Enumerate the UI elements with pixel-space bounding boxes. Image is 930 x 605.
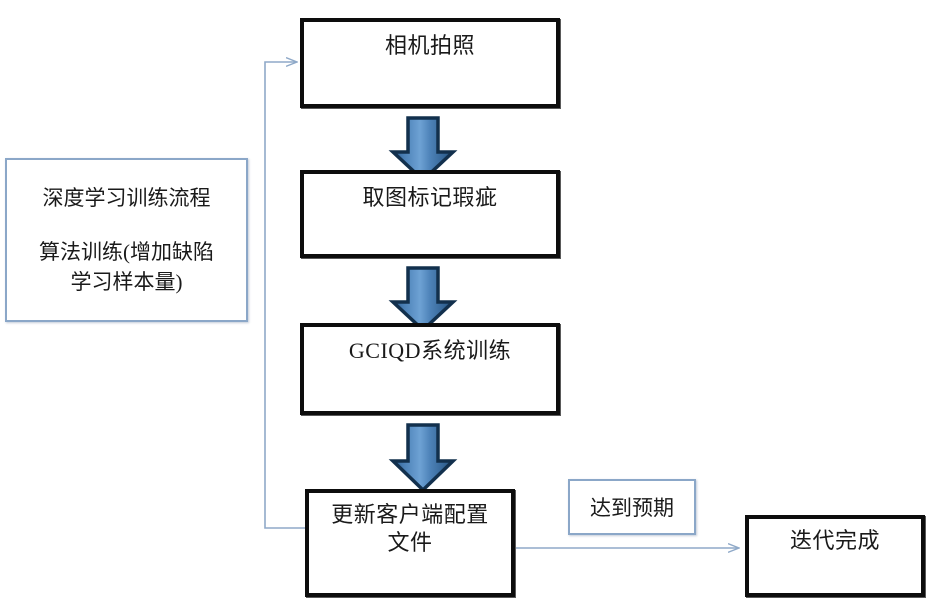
process-box-camera-label: 相机拍照 <box>384 33 475 58</box>
feedback-loop-connector <box>264 62 305 529</box>
process-box-gciqd-training-label: GCIQD系统训练 <box>348 338 512 363</box>
process-box-camera[interactable]: 相机拍照 <box>300 18 560 108</box>
block-arrow-gciqd-to-update <box>388 423 458 493</box>
process-box-update-client-config-label: 更新客户端配置 文件 <box>331 502 489 556</box>
edge-label-meets-expectation: 达到预期 <box>568 479 696 535</box>
process-box-mark-defect[interactable]: 取图标记瑕疵 <box>300 170 560 258</box>
process-box-update-client-config[interactable]: 更新客户端配置 文件 <box>305 489 515 597</box>
process-box-gciqd-training[interactable]: GCIQD系统训练 <box>300 323 560 415</box>
side-panel-heading: 深度学习训练流程 <box>42 186 211 210</box>
process-box-iteration-complete[interactable]: 迭代完成 <box>745 515 925 597</box>
side-panel-deep-learning: 深度学习训练流程 算法训练(增加缺陷 学习样本量) <box>5 158 248 322</box>
process-box-mark-defect-label: 取图标记瑕疵 <box>362 185 498 210</box>
process-box-iteration-complete-label: 迭代完成 <box>789 528 880 553</box>
block-arrow-mark-to-gciqd <box>388 266 458 333</box>
edge-label-meets-expectation-text: 达到预期 <box>590 496 674 520</box>
side-panel-body: 算法训练(增加缺陷 学习样本量) <box>39 240 214 294</box>
